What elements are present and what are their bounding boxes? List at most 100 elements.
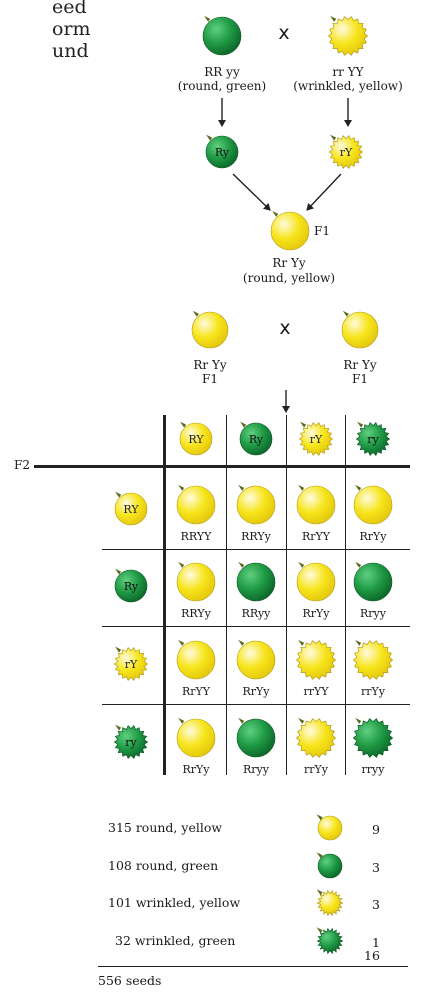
- offspring-pea: [352, 717, 394, 759]
- offspring-genotype: RrYY: [181, 685, 211, 698]
- punnett-row-divider: [102, 549, 410, 550]
- summary-pea: [316, 852, 344, 880]
- offspring-genotype: RrYy: [302, 607, 330, 620]
- offspring-genotype: Rryy: [243, 763, 269, 776]
- f1-cross-right-pea: [340, 310, 380, 350]
- offspring-pea: [352, 639, 394, 681]
- pea-label: RY: [188, 432, 204, 446]
- f1-cross-symbol: x: [279, 317, 291, 339]
- offspring-genotype: RrYy: [359, 530, 387, 543]
- offspring-pea: [175, 561, 217, 603]
- pea-label: rY: [124, 657, 138, 671]
- pea-label: Ry: [248, 432, 264, 446]
- offspring-pea: [175, 484, 217, 526]
- parent-right-pea: [327, 15, 369, 57]
- offspring-pea: [235, 639, 277, 681]
- gamete-left-pea: Ry: [204, 134, 240, 170]
- arrow-right-diag: [306, 173, 342, 211]
- summary-pea: [316, 814, 344, 842]
- row-gamete-ry: rY: [113, 646, 149, 682]
- punnett-row-divider: [102, 704, 410, 705]
- offspring-pea: [295, 484, 337, 526]
- offspring-genotype: rryy: [361, 763, 385, 776]
- punnett-row-divider: [102, 626, 410, 627]
- summary-label: 32 wrinkled, green: [115, 933, 236, 948]
- parent-arrows: [218, 98, 352, 413]
- offspring-pea: [295, 717, 337, 759]
- f1-cross-right-gen: F1: [352, 372, 368, 386]
- pea-label: rY: [309, 432, 323, 446]
- offspring-pea: [235, 484, 277, 526]
- column-gamete-ry: ry: [355, 421, 391, 457]
- f2-label: F2: [14, 458, 30, 472]
- row-gamete-ry: Ry: [113, 568, 149, 604]
- f1-cross-left-pea: [190, 310, 230, 350]
- column-gamete-ry: RY: [178, 421, 214, 457]
- parent-left-phenotype: (round, green): [177, 79, 267, 93]
- summary-total-line: [98, 966, 408, 967]
- gamete-right-pea: rY: [328, 134, 364, 170]
- offspring-genotype: RrYy: [242, 685, 270, 698]
- f1-pea: [269, 210, 311, 252]
- pea-label: rY: [339, 145, 353, 159]
- summary-label: 315 round, yellow: [108, 820, 223, 835]
- parent-left-genotype: RR yy: [204, 65, 240, 79]
- offspring-genotype: RRyy: [241, 607, 271, 620]
- summary-total-ratio: 16: [364, 948, 380, 963]
- punnett-col-divider: [286, 415, 287, 775]
- intro-text-line-3: und: [52, 40, 89, 62]
- f1-cross-right-genotype: Rr Yy: [343, 358, 377, 372]
- f1-label: F1: [314, 224, 330, 238]
- offspring-pea: [352, 561, 394, 603]
- offspring-genotype: rrYY: [303, 685, 329, 698]
- summary-label: 108 round, green: [108, 858, 219, 873]
- offspring-pea: [295, 561, 337, 603]
- intro-text-line-1: eed: [52, 0, 87, 18]
- pea-label: Ry: [123, 579, 139, 593]
- pea-label: RY: [123, 502, 139, 516]
- summary-total-label: 556 seeds: [98, 973, 162, 988]
- pea-label: ry: [367, 432, 379, 446]
- summary-ratio: 3: [372, 860, 380, 875]
- summary-pea: [316, 889, 344, 917]
- summary-pea: [316, 927, 344, 955]
- summary-ratio: 3: [372, 897, 380, 912]
- f1-genotype: Rr Yy: [272, 256, 306, 270]
- row-gamete-ry: ry: [113, 724, 149, 760]
- column-gamete-ry: Ry: [238, 421, 274, 457]
- offspring-pea: [352, 484, 394, 526]
- arrow-left-diag: [232, 173, 271, 211]
- pea-label: ry: [125, 735, 137, 749]
- offspring-pea: [235, 561, 277, 603]
- punnett-col-divider: [226, 415, 227, 775]
- offspring-genotype: rrYy: [304, 763, 328, 776]
- parent-cross-symbol: x: [278, 22, 290, 44]
- offspring-genotype: rrYy: [361, 685, 385, 698]
- offspring-genotype: RRYy: [181, 607, 211, 620]
- offspring-genotype: RRYy: [241, 530, 271, 543]
- offspring-pea: [295, 639, 337, 681]
- offspring-genotype: RRYY: [180, 530, 212, 543]
- offspring-pea: [175, 717, 217, 759]
- punnett-row-header-divider: [163, 415, 166, 775]
- f1-cross-left-gen: F1: [202, 372, 218, 386]
- summary-ratio: 1: [372, 935, 380, 950]
- punnett-col-divider: [345, 415, 346, 775]
- f1-cross-left-genotype: Rr Yy: [193, 358, 227, 372]
- pea-label: Ry: [214, 145, 230, 159]
- parent-right-phenotype: (wrinkled, yellow): [293, 79, 403, 93]
- punnett-header-divider: [34, 465, 410, 468]
- offspring-genotype: Rryy: [360, 607, 386, 620]
- parent-right-genotype: rr YY: [332, 65, 364, 79]
- summary-ratio: 9: [372, 822, 380, 837]
- f1-phenotype: (round, yellow): [242, 271, 336, 285]
- parent-left-pea: [201, 15, 243, 57]
- intro-text-line-2: orm: [52, 18, 91, 40]
- summary-label: 101 wrinkled, yellow: [108, 895, 241, 910]
- row-gamete-ry: RY: [113, 491, 149, 527]
- offspring-genotype: RrYY: [301, 530, 331, 543]
- column-gamete-ry: rY: [298, 421, 334, 457]
- offspring-genotype: RrYy: [182, 763, 210, 776]
- offspring-pea: [235, 717, 277, 759]
- offspring-pea: [175, 639, 217, 681]
